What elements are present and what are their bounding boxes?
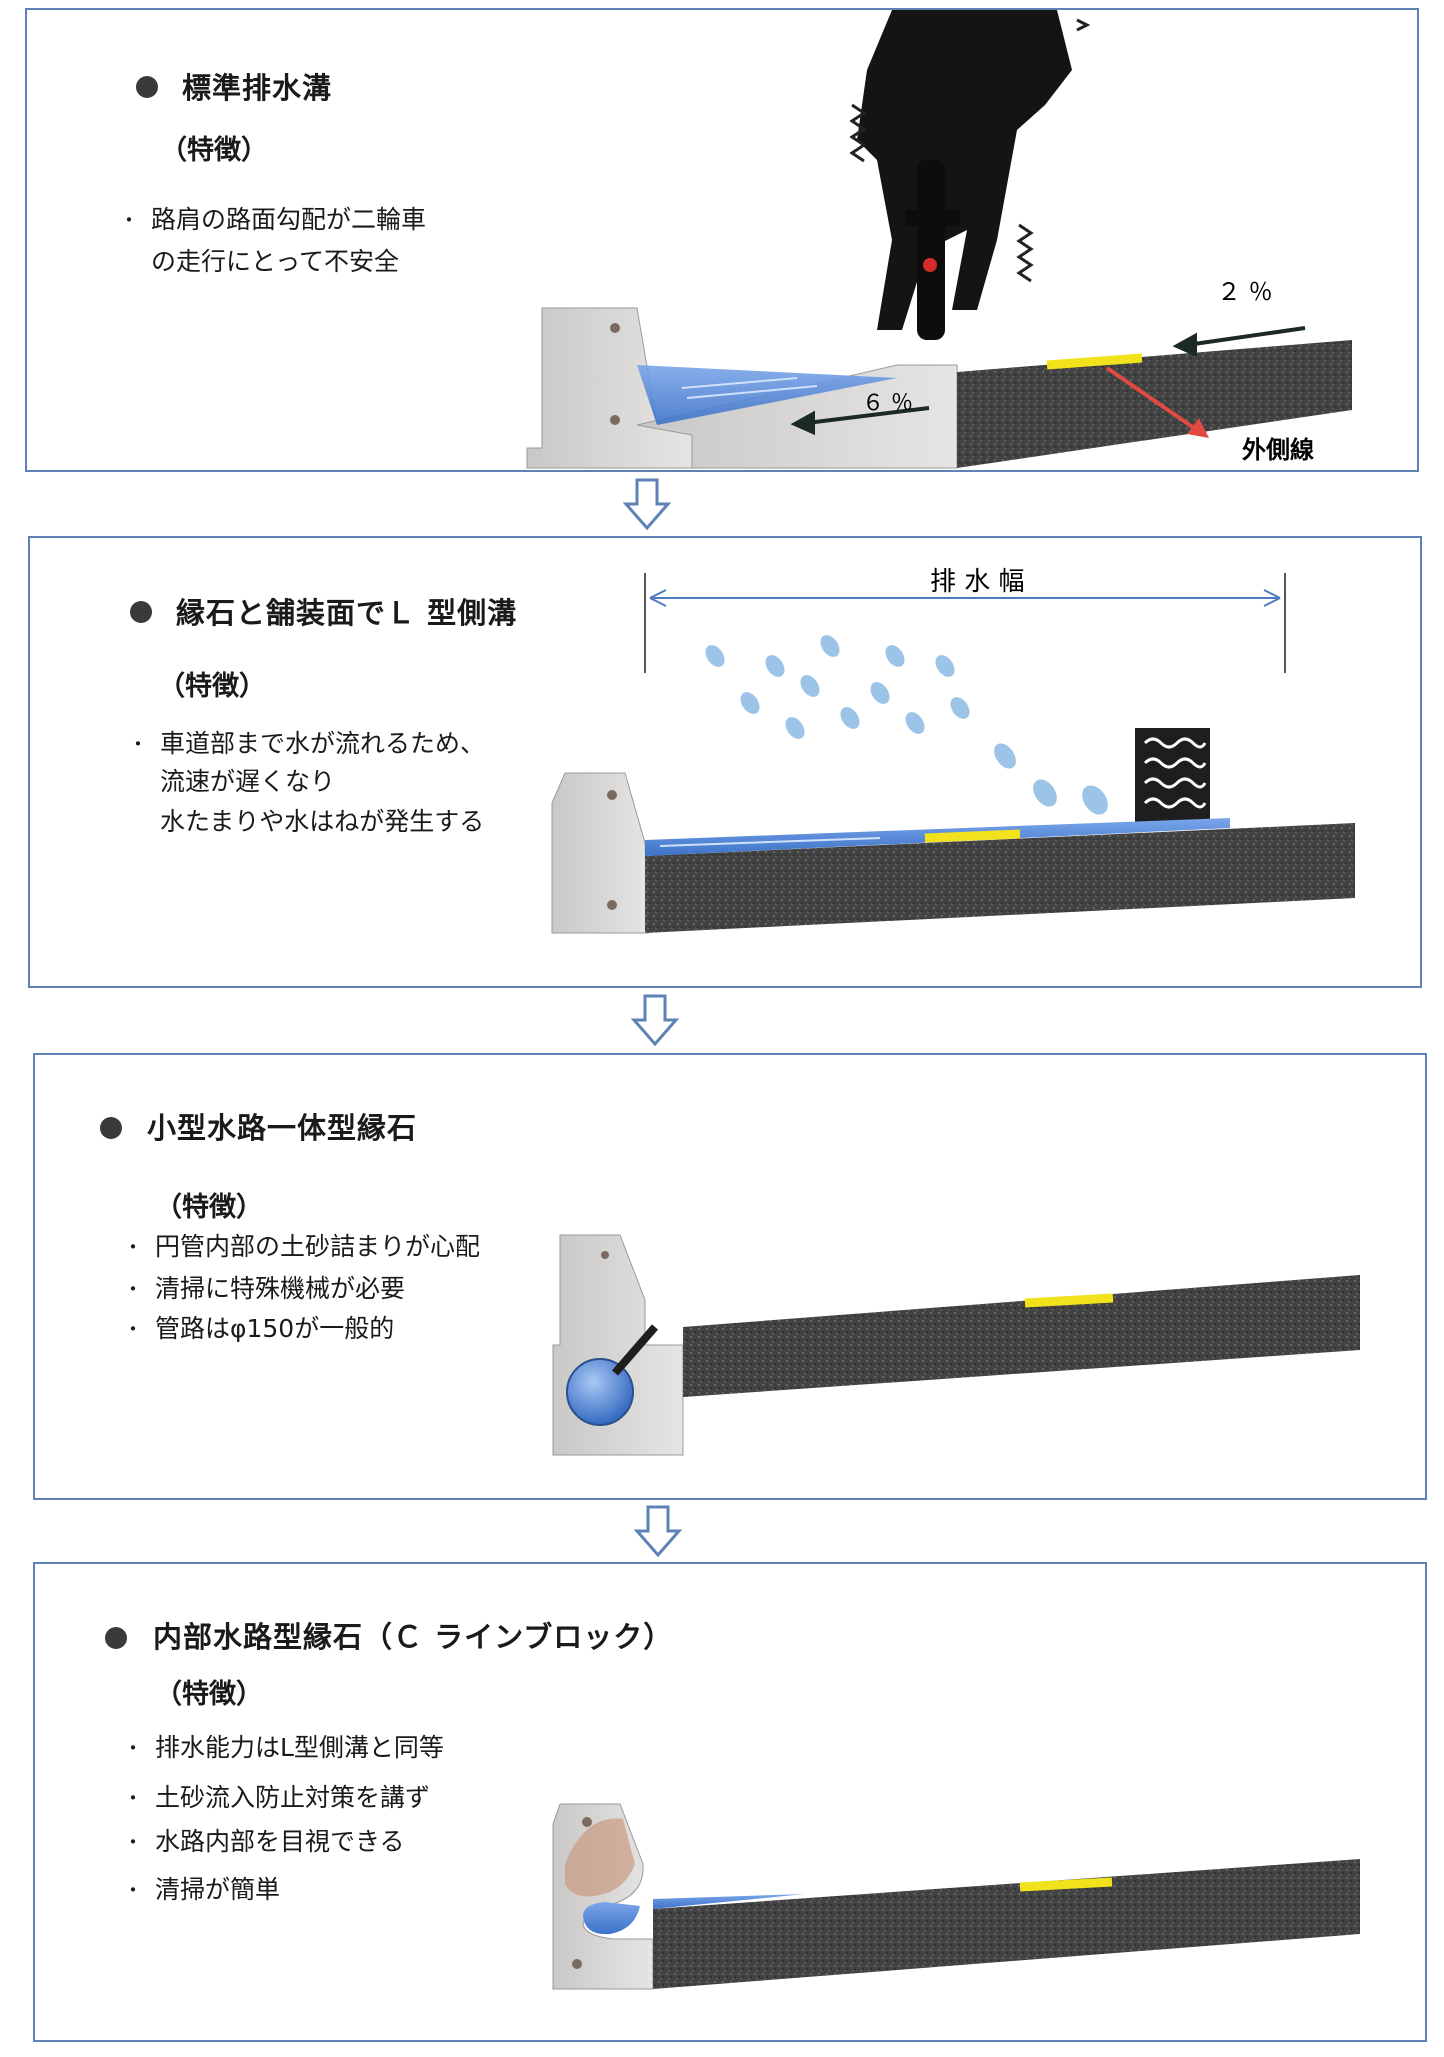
note-text: 円管内部の土砂詰まりが心配: [155, 1232, 481, 1261]
outer-line-label: 外側線: [1242, 436, 1314, 464]
note-item: ・ 管路はφ150が一般的: [123, 1309, 395, 1349]
note-text: 土砂流入防止対策を講ず: [155, 1783, 431, 1812]
note-item: の走行にとって不安全: [151, 242, 399, 282]
note-item: ・ 水路内部を目視できる: [123, 1822, 405, 1862]
inlet-slot: [611, 1324, 659, 1376]
bullet-dot: [130, 601, 152, 623]
note-text: の走行にとって不安全: [151, 247, 400, 276]
panel-title: 標準排水溝: [182, 71, 333, 105]
small-channel-diagram: [552, 1234, 1360, 1456]
note-bullet: ・: [123, 1878, 143, 1902]
panel-l-gutter: 縁石と舗装面でＬ 型側溝 （特徴） ・ 車道部まで水が流れるため、 流速が遅くな…: [28, 536, 1422, 988]
feature-label: （特徴）: [155, 1192, 263, 1223]
note-text: 車道部まで水が流れるため、: [160, 729, 486, 758]
panel-c-line-block: 内部水路型縁石（Ｃ ラインブロック） （特徴） ・ 排水能力はL型側溝と同等 ・…: [33, 1562, 1427, 2042]
note-item: ・ 路肩の路面勾配が二輪車: [119, 200, 427, 240]
down-arrow-icon: [622, 478, 672, 531]
feature-label: （特徴）: [155, 1679, 263, 1710]
gutter-slope-label: ６ ％: [862, 391, 913, 416]
bullet-dot: [100, 1117, 122, 1139]
vibration-mark: [1016, 223, 1034, 283]
panel-title: 小型水路一体型縁石: [147, 1111, 418, 1145]
note-bullet: ・: [123, 1317, 143, 1341]
note-text: 排水能力はL型側溝と同等: [155, 1733, 444, 1762]
down-arrow-icon: [630, 994, 680, 1047]
note-item: ・ 円管内部の土砂詰まりが心配: [123, 1227, 481, 1267]
standard-drain-diagram: ２ ％ ６ ％ 外側線: [526, 10, 1352, 469]
curb-block: [551, 772, 649, 934]
note-text: 清掃が簡単: [155, 1875, 281, 1904]
road-surface: [683, 1275, 1360, 1397]
c-channel-water: [583, 1902, 640, 1935]
note-bullet: ・: [123, 1786, 143, 1810]
note-bullet: ・: [119, 208, 139, 232]
note-item: ・ 土砂流入防止対策を講ず: [123, 1778, 431, 1818]
note-bullet: ・: [123, 1235, 143, 1259]
lane-line: [1024, 1293, 1114, 1308]
vibration-mark: [849, 103, 867, 163]
note-text: 路肩の路面勾配が二輪車: [151, 205, 427, 234]
splash-icon: [1135, 728, 1210, 823]
note-bullet: ・: [123, 1277, 143, 1301]
note-item: ・ 車道部まで水が流れるため、: [128, 724, 486, 764]
note-text: 管路はφ150が一般的: [155, 1314, 395, 1343]
note-item: ・ 排水能力はL型側溝と同等: [123, 1728, 444, 1768]
note-text: 水たまりや水はねが発生する: [160, 807, 485, 836]
cyclist-silhouette: [857, 10, 1072, 340]
note-item: ・ 清掃が簡単: [123, 1870, 281, 1910]
drain-water: [653, 1894, 805, 1909]
down-arrow-icon: [633, 1505, 683, 1558]
drain-width-label: 排 水 幅: [930, 567, 1025, 597]
note-item: 水たまりや水はねが発生する: [160, 802, 484, 842]
drain-water: [637, 365, 897, 425]
road-surface: [957, 340, 1352, 468]
vibration-mark: [1076, 18, 1091, 32]
lane-line: [1046, 353, 1143, 370]
note-text: 流速が遅くなり: [160, 767, 336, 796]
c-line-block-diagram: [552, 1803, 1360, 1990]
l-gutter-diagram: 排 水 幅: [551, 567, 1355, 934]
feature-label: （特徴）: [160, 135, 268, 166]
note-item: ・ 清掃に特殊機械が必要: [123, 1269, 406, 1309]
road-surface: [653, 1859, 1360, 1989]
road-surface: [645, 823, 1355, 933]
lane-line: [924, 829, 1021, 843]
panel-title: 縁石と舗装面でＬ 型側溝: [176, 596, 518, 630]
bullet-dot: [105, 1627, 127, 1649]
curb-block: [552, 1234, 684, 1456]
panel-standard-drain: 標準排水溝 （特徴） ・ 路肩の路面勾配が二輪車 の走行にとって不安全: [25, 8, 1419, 472]
note-text: 清掃に特殊機械が必要: [155, 1274, 406, 1303]
note-text: 水路内部を目視できる: [155, 1827, 405, 1856]
note-bullet: ・: [123, 1830, 143, 1854]
outer-line-arrow: [1105, 366, 1209, 438]
pipe-channel: [566, 1358, 634, 1426]
note-bullet: ・: [128, 732, 148, 756]
panel-title: 内部水路型縁石（Ｃ ラインブロック）: [153, 1620, 674, 1654]
note-bullet: ・: [123, 1736, 143, 1760]
bullet-dot: [136, 76, 158, 98]
road-slope-label: ２ ％: [1217, 278, 1273, 306]
feature-label: （特徴）: [158, 671, 266, 702]
note-item: 流速が遅くなり: [160, 762, 335, 802]
lane-line: [1019, 1877, 1113, 1892]
slope-arrow: [790, 326, 1306, 436]
water-drops: [705, 635, 1108, 815]
panel-small-channel-curb: 小型水路一体型縁石 （特徴） ・ 円管内部の土砂詰まりが心配 ・ 清掃に特殊機械…: [33, 1053, 1427, 1500]
